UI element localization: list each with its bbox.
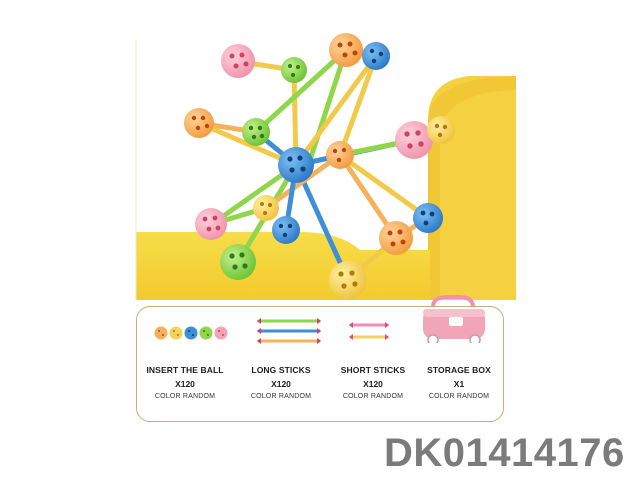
ball-blue-top	[362, 42, 390, 70]
ball-yellow-mid	[253, 195, 279, 221]
yellow-backdrop	[135, 40, 516, 300]
balls	[184, 33, 455, 299]
ball-green-mid	[242, 118, 270, 146]
item-note: COLOR RANDOM	[154, 393, 216, 400]
ball-pink-right	[395, 121, 433, 159]
item-name: LONG STICKS	[251, 365, 311, 375]
product-code: DK01414176	[384, 431, 625, 475]
item-short-sticks: SHORT STICKS X120 COLOR RANDOM	[327, 307, 419, 423]
ball-pink-top	[221, 44, 255, 78]
item-note: COLOR RANDOM	[342, 393, 404, 400]
item-name: INSERT THE BALL	[146, 365, 224, 375]
ball-green-top	[281, 57, 307, 83]
item-quantity: X120	[271, 379, 291, 389]
item-name: SHORT STICKS	[340, 365, 406, 375]
item-quantity: X1	[453, 379, 465, 389]
item-quantity: X120	[363, 379, 383, 389]
ball-orange-left	[184, 108, 214, 138]
ball-green-low	[220, 244, 256, 280]
ball-blue-low	[272, 216, 300, 244]
item-note: COLOR RANDOM	[250, 393, 312, 400]
item-storage-box: STORAGE BOX X1 COLOR RANDOM	[413, 295, 505, 423]
ball-set-icon	[154, 326, 228, 340]
ball-yellow-low	[329, 261, 367, 299]
ball-blue-center	[278, 147, 314, 183]
ball-blue-right	[413, 203, 443, 233]
item-long-sticks: LONG STICKS X120 COLOR RANDOM	[235, 307, 327, 423]
short-sticks-icon	[349, 322, 389, 340]
item-note: COLOR RANDOM	[428, 393, 490, 400]
ball-orange-top	[329, 33, 363, 67]
item-balls: INSERT THE BALL X120 COLOR RANDOM	[139, 307, 231, 423]
storage-box-icon	[423, 295, 485, 343]
item-name: STORAGE BOX	[427, 365, 491, 375]
ball-pink-left	[195, 208, 227, 240]
item-quantity: X120	[175, 379, 195, 389]
ball-orange-center	[326, 141, 354, 169]
ball-yellow-right	[427, 116, 455, 144]
long-sticks-icon	[257, 318, 321, 344]
contents-card: INSERT THE BALL X120 COLOR RANDOM LONG S…	[136, 295, 505, 423]
ball-orange-low	[379, 221, 413, 255]
